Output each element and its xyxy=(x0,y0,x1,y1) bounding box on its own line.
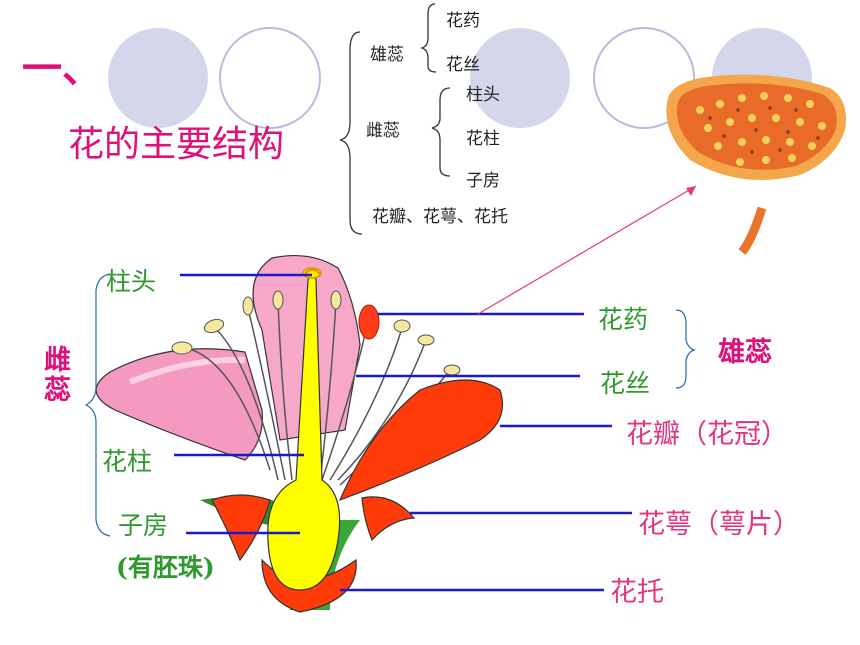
tree-anther: 花药 xyxy=(446,11,480,31)
label-filament: 花丝 xyxy=(600,369,651,398)
tree-ovary: 子房 xyxy=(466,171,500,191)
tree-style: 花柱 xyxy=(466,129,500,149)
tree-stigma: 柱头 xyxy=(466,85,500,105)
label-stigma: 柱头 xyxy=(106,267,157,296)
decor-circle xyxy=(470,28,570,128)
decor-circle xyxy=(108,28,208,128)
tree-stamen: 雄蕊 xyxy=(370,45,404,65)
tree-filament: 花丝 xyxy=(446,55,480,75)
label-pistil: 雌蕊 xyxy=(44,345,71,406)
tree-others: 花瓣、花萼、花托 xyxy=(372,207,508,227)
page-title: 花的主要结构 xyxy=(68,124,285,165)
label-ovule-note: (有胚珠) xyxy=(116,553,215,582)
tree-pistil: 雌蕊 xyxy=(366,121,400,141)
section-number: 一、 xyxy=(22,46,102,92)
label-sepal: 花萼（萼片） xyxy=(638,509,800,540)
label-receptacle: 花托 xyxy=(610,577,664,608)
closeup-arrowhead xyxy=(686,186,696,196)
closeup-pointer xyxy=(477,185,697,315)
label-petal: 花瓣（花冠） xyxy=(626,419,788,450)
stamen-brace xyxy=(419,3,437,73)
stamen-label-brace xyxy=(675,309,696,389)
label-ovary: 子房 xyxy=(118,511,169,540)
decor-circle xyxy=(219,27,321,129)
pistil-brace xyxy=(431,87,451,177)
main-brace xyxy=(339,31,363,235)
label-stamen: 雄蕊 xyxy=(718,337,772,368)
label-anther: 花药 xyxy=(598,305,649,334)
anther-closeup xyxy=(666,74,846,255)
label-style: 花柱 xyxy=(102,447,153,476)
pistil-label-brace xyxy=(84,273,111,537)
